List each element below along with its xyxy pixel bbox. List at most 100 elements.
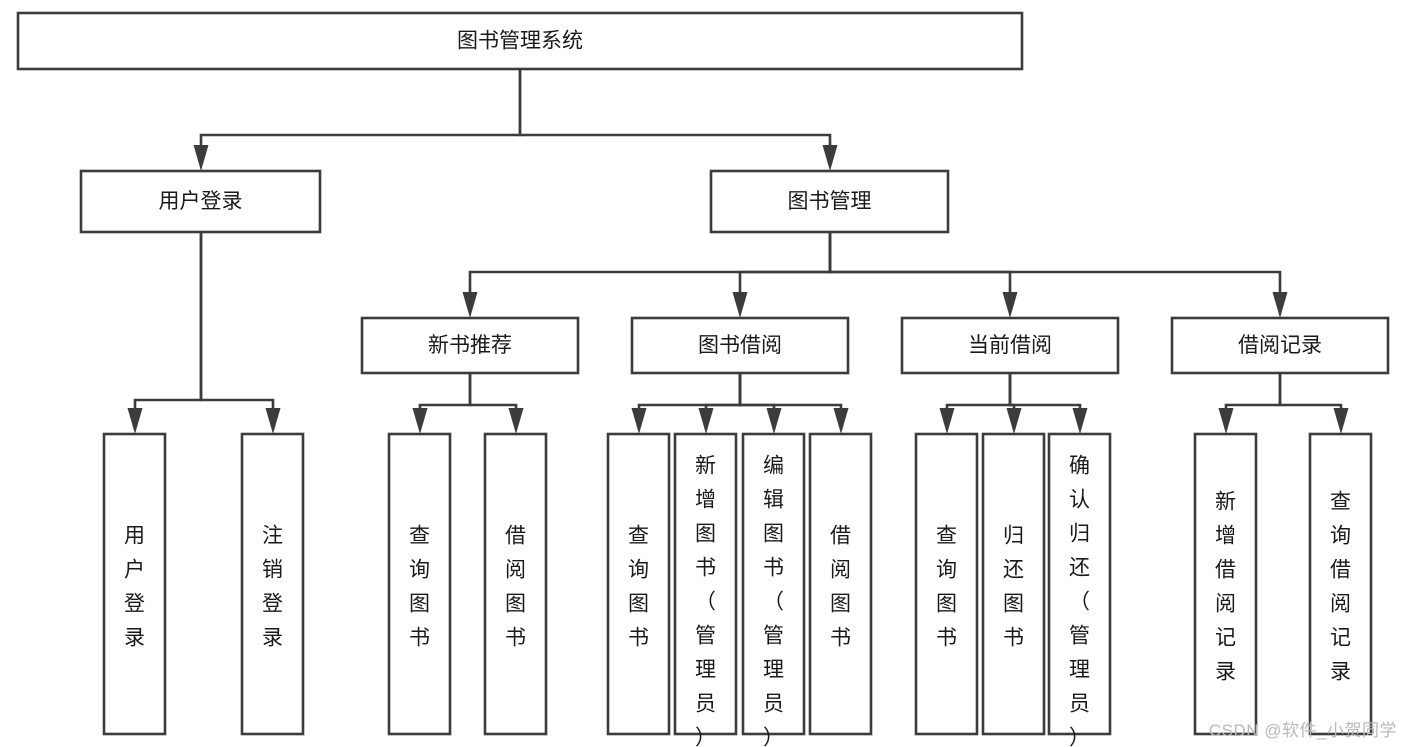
node-label-root: 图书管理系统	[457, 30, 583, 53]
connector-e-ul-l2	[199, 232, 281, 434]
node-box-leaf-query-book-2[interactable]	[606, 432, 671, 736]
node-label-leaf-user-logout: 注销登录	[262, 525, 283, 650]
node-box-leaf-borrow-book-2[interactable]	[808, 432, 873, 736]
node-label-new-book-rec: 新书推荐	[428, 334, 512, 357]
arrow-head-icon	[193, 145, 209, 171]
arrow-head-icon	[1006, 408, 1022, 434]
node-label-leaf-borrow-book-1: 借阅图书	[505, 525, 526, 650]
arrow-head-icon	[732, 292, 748, 318]
arrow-head-icon	[508, 408, 524, 434]
node-box-leaf-borrow-book-1[interactable]	[483, 432, 548, 736]
connector-e-bm-borrow	[732, 232, 832, 318]
connector-e-bb-l4	[738, 373, 849, 434]
node-leaf-edit-book[interactable]: 编辑图书（管理员）	[741, 432, 806, 747]
arrow-head-icon	[412, 408, 428, 434]
arrow-head-icon	[631, 408, 647, 434]
connector-e-cb-l1	[939, 373, 1012, 434]
arrow-head-icon	[822, 145, 838, 171]
node-label-borrow-record: 借阅记录	[1238, 334, 1322, 357]
node-box-leaf-confirm-return[interactable]	[1047, 432, 1112, 736]
node-label-current-borrow: 当前借阅	[968, 334, 1052, 357]
node-label-user-login: 用户登录	[159, 190, 243, 213]
node-leaf-query-book-3[interactable]: 查询图书	[914, 432, 979, 736]
node-user-login[interactable]: 用户登录	[79, 169, 322, 234]
arrow-head-icon	[1272, 292, 1288, 318]
csdn-watermark: CSDN @软件_小贺同学	[1208, 721, 1397, 740]
node-leaf-user-logout[interactable]: 注销登录	[240, 432, 305, 736]
connector-e-bm-current	[828, 232, 1018, 318]
node-box-leaf-user-logout[interactable]	[240, 432, 305, 736]
arrow-head-icon	[698, 408, 714, 434]
arrow-head-icon	[127, 408, 143, 434]
node-leaf-add-record[interactable]: 新增借阅记录	[1193, 432, 1258, 736]
arrow-head-icon	[766, 408, 782, 434]
node-box-new-book-rec[interactable]	[360, 316, 580, 375]
node-label-leaf-query-record: 查询借阅记录	[1330, 491, 1351, 684]
node-box-leaf-add-book[interactable]	[673, 432, 738, 736]
node-leaf-add-book[interactable]: 新增图书（管理员）	[673, 432, 738, 747]
node-box-root[interactable]	[16, 11, 1024, 71]
node-box-leaf-add-record[interactable]	[1193, 432, 1258, 736]
arrow-head-icon	[939, 408, 955, 434]
node-leaf-query-book-1[interactable]: 查询图书	[387, 432, 452, 736]
node-label-leaf-add-book: 新增图书（管理员）	[695, 455, 716, 747]
connector-e-br-l2	[1278, 373, 1349, 434]
node-book-manage[interactable]: 图书管理	[709, 169, 950, 234]
node-label-leaf-user-login: 用户登录	[124, 525, 145, 650]
node-leaf-user-login[interactable]: 用户登录	[102, 432, 167, 736]
node-label-leaf-borrow-book-2: 借阅图书	[830, 525, 851, 650]
node-box-leaf-return-book[interactable]	[981, 432, 1046, 736]
arrow-head-icon	[462, 292, 478, 318]
node-box-user-login[interactable]	[79, 169, 322, 234]
node-box-leaf-edit-book[interactable]	[741, 432, 806, 736]
connector-e-root-userlogin	[193, 69, 522, 171]
arrow-head-icon	[1333, 408, 1349, 434]
node-book-borrow[interactable]: 图书借阅	[630, 316, 850, 375]
node-leaf-borrow-book-1[interactable]: 借阅图书	[483, 432, 548, 736]
node-label-leaf-confirm-return: 确认归还（管理员）	[1069, 455, 1090, 747]
arrow-head-icon	[265, 408, 281, 434]
arrow-head-icon	[1002, 292, 1018, 318]
node-label-leaf-add-record: 新增借阅记录	[1215, 491, 1236, 684]
connector-e-bm-newbook	[462, 232, 832, 318]
node-label-leaf-edit-book: 编辑图书（管理员）	[763, 455, 784, 747]
connector-layer	[127, 69, 1349, 434]
node-box-current-borrow[interactable]	[900, 316, 1120, 375]
node-leaf-borrow-book-2[interactable]: 借阅图书	[808, 432, 873, 736]
node-label-leaf-query-book-3: 查询图书	[936, 525, 957, 650]
connector-e-bm-record	[828, 232, 1288, 318]
node-borrow-record[interactable]: 借阅记录	[1170, 316, 1390, 375]
node-current-borrow[interactable]: 当前借阅	[900, 316, 1120, 375]
node-box-leaf-query-record[interactable]	[1308, 432, 1373, 736]
node-label-leaf-return-book: 归还图书	[1003, 525, 1024, 650]
connector-e-ul-l1	[127, 232, 203, 434]
node-label-book-borrow: 图书借阅	[698, 334, 782, 357]
node-layer: 图书管理系统用户登录图书管理新书推荐图书借阅当前借阅借阅记录用户登录注销登录查询…	[16, 11, 1390, 747]
connector-e-bb-l1	[631, 373, 742, 434]
node-box-leaf-query-book-3[interactable]	[914, 432, 979, 736]
node-box-book-borrow[interactable]	[630, 316, 850, 375]
node-root[interactable]: 图书管理系统	[16, 11, 1024, 71]
arrow-head-icon	[1218, 408, 1234, 434]
node-leaf-query-book-2[interactable]: 查询图书	[606, 432, 671, 736]
node-box-leaf-user-login[interactable]	[102, 432, 167, 736]
node-box-leaf-query-book-1[interactable]	[387, 432, 452, 736]
connector-e-nb-l1	[412, 373, 472, 434]
node-label-leaf-query-book-2: 查询图书	[628, 525, 649, 650]
connector-e-bb-l3	[738, 373, 782, 434]
node-leaf-return-book[interactable]: 归还图书	[981, 432, 1046, 736]
connector-e-nb-l2	[468, 373, 524, 434]
arrow-head-icon	[833, 408, 849, 434]
node-leaf-confirm-return[interactable]: 确认归还（管理员）	[1047, 432, 1112, 747]
connector-e-bb-l2	[698, 373, 742, 434]
node-new-book-rec[interactable]: 新书推荐	[360, 316, 580, 375]
node-box-book-manage[interactable]	[709, 169, 950, 234]
connector-e-cb-l3	[1008, 373, 1088, 434]
connector-e-br-l1	[1218, 373, 1282, 434]
arrow-head-icon	[1072, 408, 1088, 434]
node-box-borrow-record[interactable]	[1170, 316, 1390, 375]
node-leaf-query-record[interactable]: 查询借阅记录	[1308, 432, 1373, 736]
node-label-leaf-query-book-1: 查询图书	[409, 525, 430, 650]
